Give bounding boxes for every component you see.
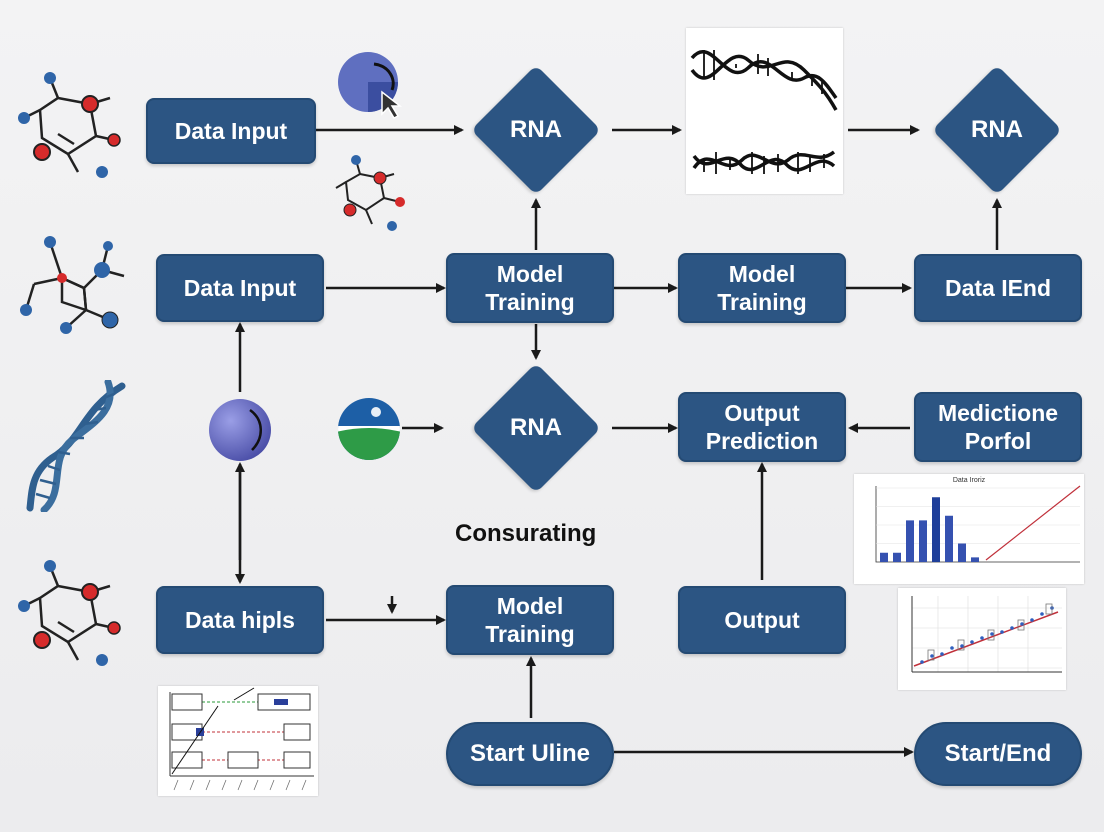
data-input-node-1: Data Input [146, 98, 316, 164]
start-uline-node: Start Uline [446, 722, 614, 786]
bar-5 [945, 515, 953, 562]
data-hipls-node: Data hipls [156, 586, 324, 654]
molecule-icon [18, 72, 121, 178]
bar-3 [919, 520, 927, 562]
small-molecule-icon [335, 155, 405, 231]
scatter-chart-svg [911, 596, 1062, 673]
dna-image-panel [686, 28, 843, 194]
bar-1 [893, 552, 901, 562]
rna-decision-2-label: RNA [971, 116, 1023, 143]
bar-7 [971, 557, 979, 562]
consurating-caption: Consurating [455, 520, 597, 547]
bar-4 [932, 497, 940, 562]
rna-decision-1: RNA [470, 64, 602, 196]
globe-icon [338, 398, 400, 460]
model-training-node-2: Model Training [678, 253, 846, 323]
sphere-icon [209, 399, 271, 461]
bar-chart-title: Data Iroriz [952, 477, 986, 484]
data-iend-node: Data IEnd [914, 254, 1082, 322]
scatter-chart-panel [898, 588, 1066, 690]
rna-decision-2: RNA [931, 64, 1063, 196]
bar-chart-svg [875, 485, 1081, 563]
model-training-node-3: Model Training [446, 585, 614, 655]
box-plot-panel [158, 686, 318, 796]
dna-helix-icon [26, 380, 126, 512]
rna-decision-1-label: RNA [510, 116, 562, 143]
box-plot-svg [169, 687, 314, 791]
bar-0 [880, 552, 888, 562]
molecule-icon-2 [18, 560, 121, 666]
start-end-node: Start/End [914, 722, 1082, 786]
dna-strands-icon [690, 50, 838, 174]
mediction-porfol-node: Medictione Porfol [914, 392, 1082, 462]
cursor-sphere-icon [338, 52, 403, 119]
model-training-node-1: Model Training [446, 253, 614, 323]
output-prediction-node: Output Prediction [678, 392, 846, 462]
output-node: Output [678, 586, 846, 654]
rna-decision-3: RNA [470, 362, 602, 494]
molecule-network-icon [20, 236, 125, 334]
bar-chart-trend-line [985, 485, 1081, 561]
bar-2 [906, 520, 914, 562]
rna-decision-3-label: RNA [510, 414, 562, 441]
bar-6 [958, 543, 966, 562]
data-input-node-2: Data Input [156, 254, 324, 322]
bar-chart-panel: Data Iroriz [854, 474, 1084, 584]
